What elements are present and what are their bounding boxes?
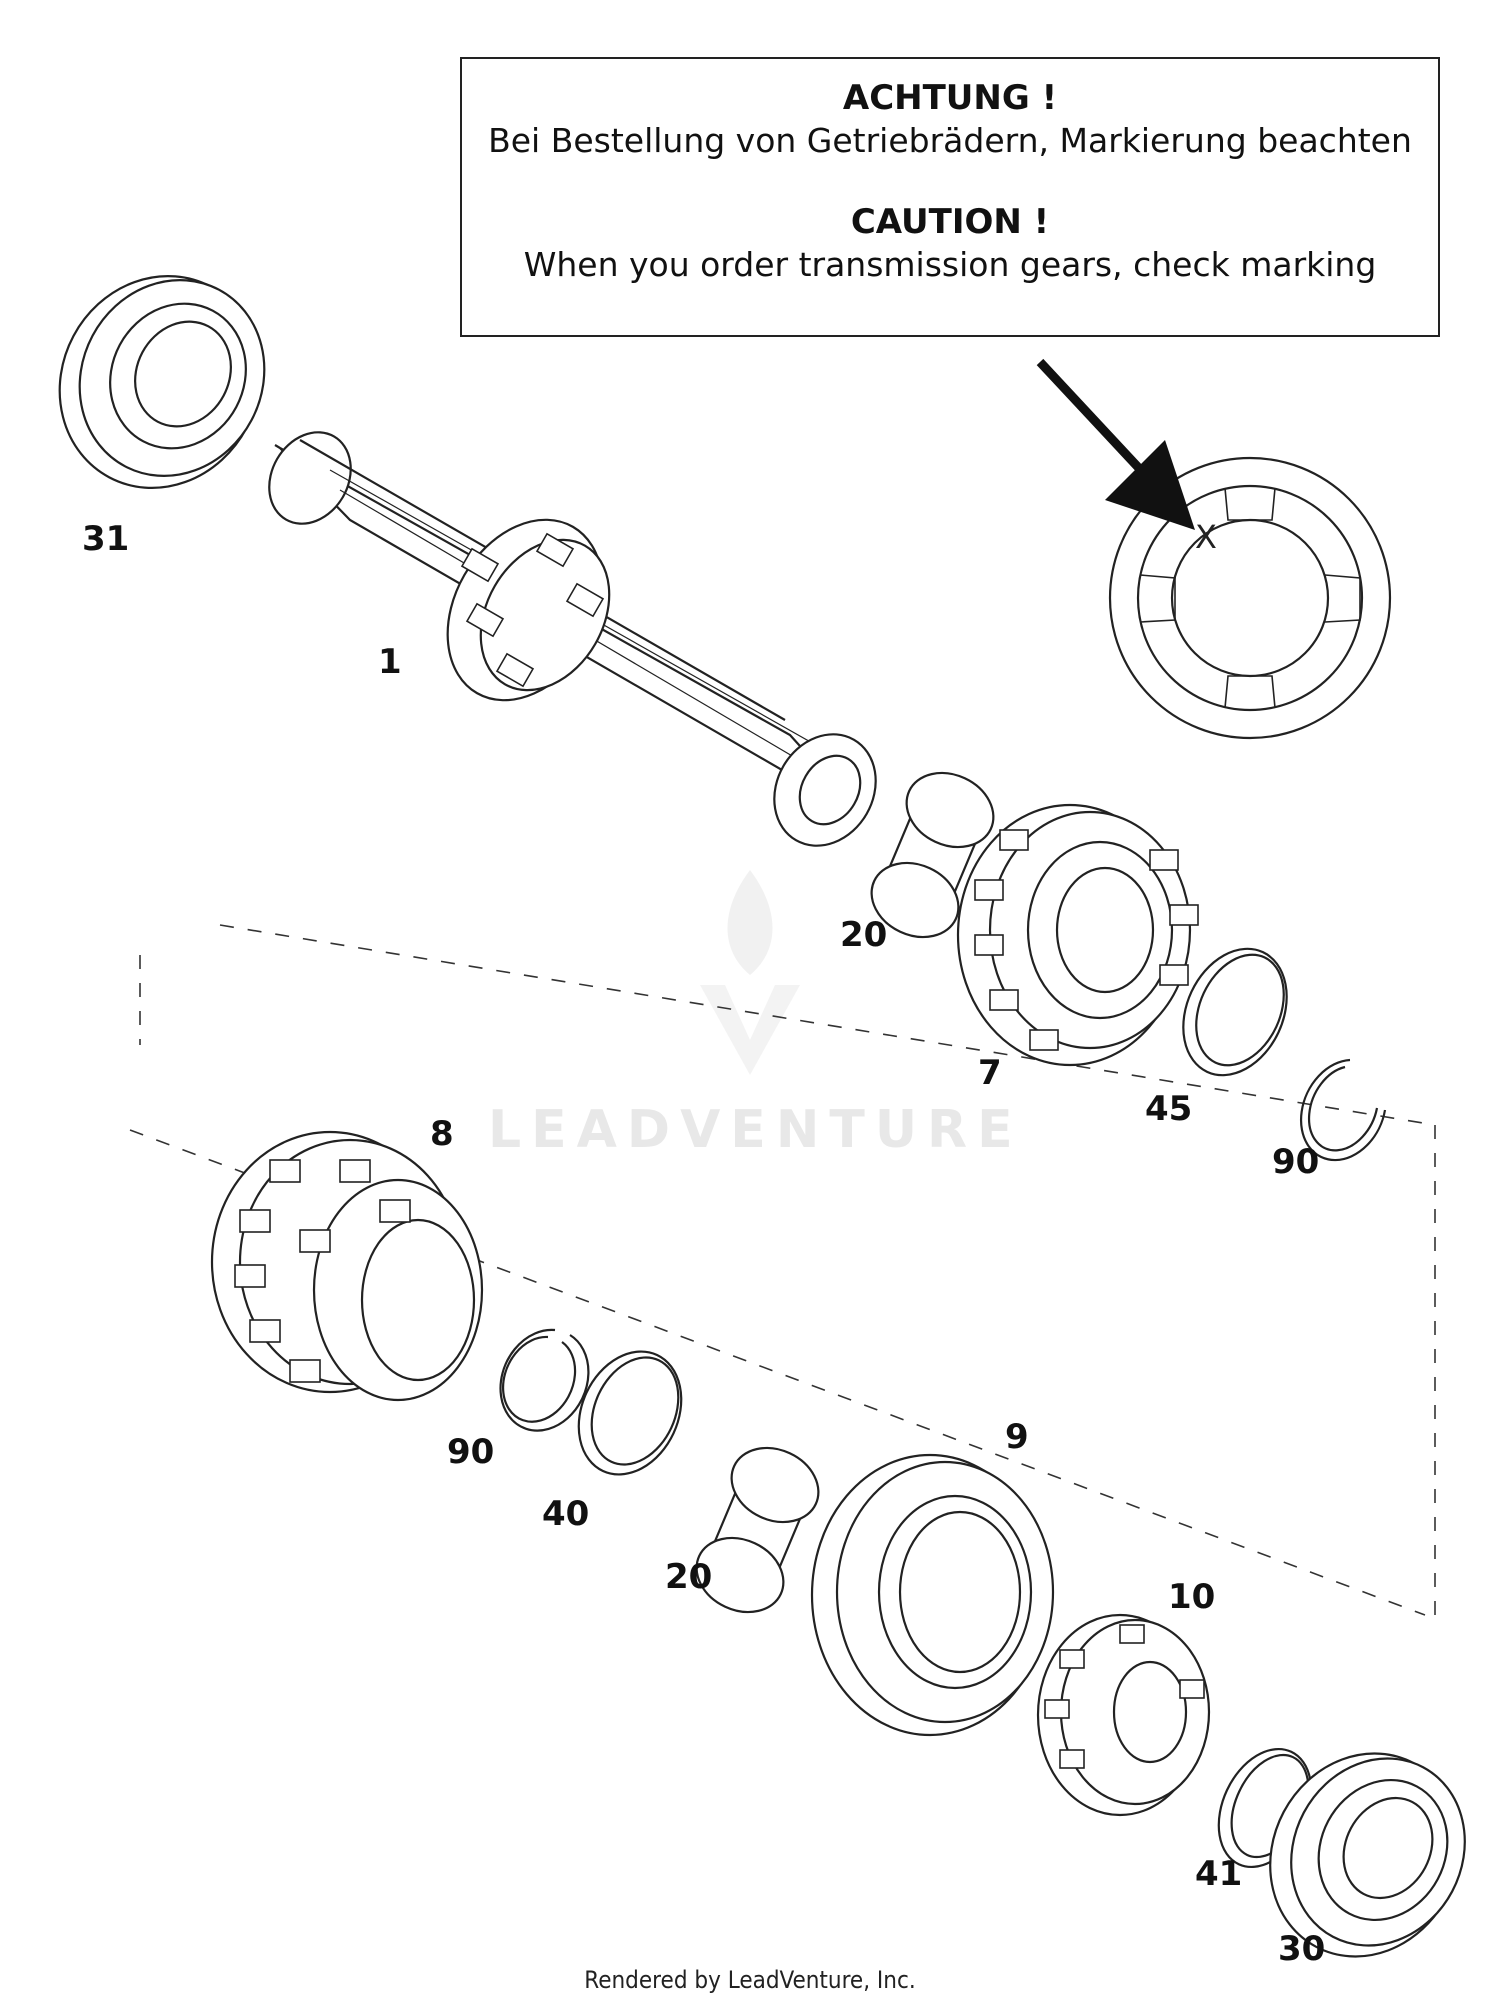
callout-41: 41 [1195, 1854, 1243, 1894]
footer-credit: Rendered by LeadVenture, Inc. [584, 1966, 916, 1994]
callout-31: 31 [82, 519, 130, 559]
callout-90-lower: 90 [447, 1432, 495, 1472]
caution-notice: ACHTUNG ! Bei Bestellung von Getriebräde… [460, 57, 1440, 337]
notice-heading-en: CAUTION ! [850, 202, 1050, 242]
arrow-icon [1036, 358, 1195, 530]
main-shaft-1 [268, 431, 877, 847]
callout-1: 1 [378, 642, 402, 682]
bearing-30 [1269, 1752, 1466, 1958]
callout-30: 30 [1278, 1929, 1326, 1969]
notice-text-en: When you order transmission gears, check… [523, 245, 1377, 284]
svg-text:X: X [1195, 518, 1217, 556]
gear-8 [210, 1130, 484, 1402]
callout-45: 45 [1145, 1089, 1193, 1129]
callout-9: 9 [1005, 1417, 1029, 1457]
callout-20-upper: 20 [840, 915, 888, 955]
callout-40: 40 [542, 1494, 590, 1534]
watermark-text: LEADVENTURE [488, 1100, 1023, 1160]
callout-8: 8 [430, 1114, 454, 1154]
callout-10: 10 [1168, 1577, 1216, 1617]
notice-text-de: Bei Bestellung von Getriebrädern, Markie… [488, 121, 1412, 160]
bushing-20-lower [695, 1446, 820, 1614]
marked-gear-detail: X [1108, 456, 1392, 740]
notice-heading-de: ACHTUNG ! [842, 78, 1058, 118]
callout-20-lower: 20 [665, 1557, 713, 1597]
callout-7: 7 [978, 1053, 1002, 1093]
gear-7 [956, 803, 1199, 1067]
gear-10 [1036, 1613, 1211, 1817]
bushing-20-upper [870, 771, 995, 939]
gear-9 [810, 1453, 1055, 1737]
watermark-logo-icon [700, 870, 800, 1075]
callout-90-upper: 90 [1272, 1142, 1320, 1182]
bearing-31 [58, 275, 266, 489]
washer-40 [577, 1350, 683, 1476]
circlip-90-upper [1299, 1058, 1387, 1162]
washer-45 [1182, 947, 1288, 1077]
circlip-90-lower [499, 1328, 590, 1432]
